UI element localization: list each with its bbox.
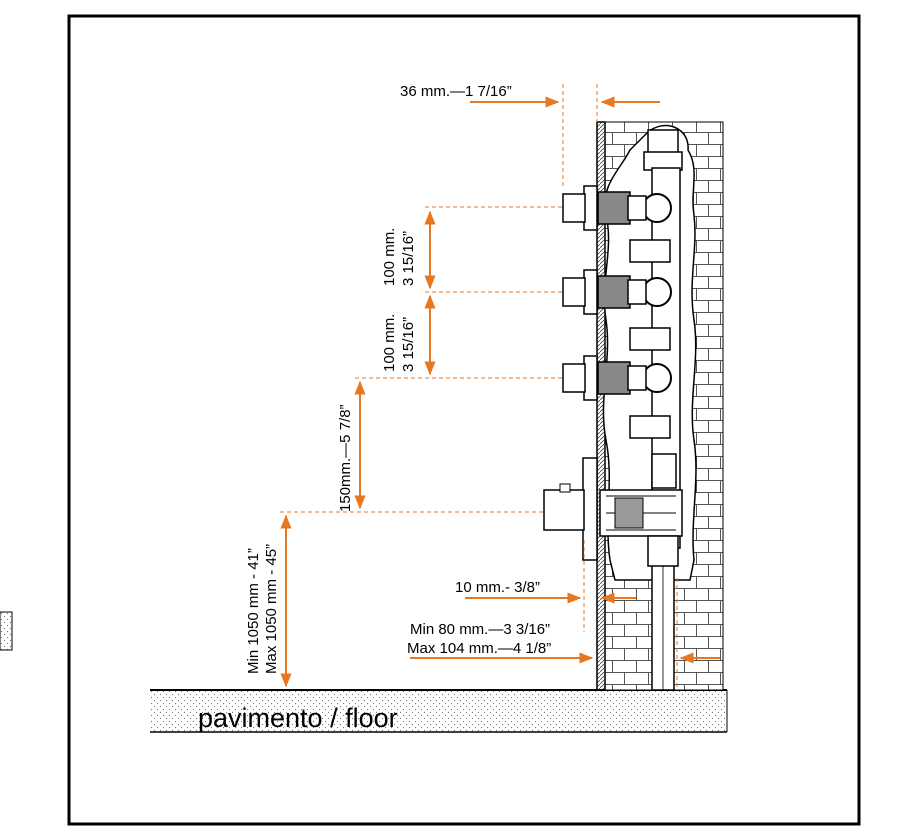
dim-depth-min-label: Min 80 mm.—3 3/16” [410,621,550,638]
dim-spacing-2-mm: 100 mm. [381,314,398,372]
valve-outlet-icon [562,185,672,231]
stray-dotted-box [0,611,13,651]
thermostatic-mixer-icon [543,453,683,567]
valve-outlet-icon [562,269,672,315]
dim-spacing-1-mm: 100 mm. [381,228,398,286]
floor: pavimento / floor [150,689,728,733]
floor-label: pavimento / floor [198,703,398,733]
dim-spacing-2-in: 3 15/16” [400,317,417,372]
dim-top-label: 36 mm.—1 7/16” [400,83,512,100]
dim-plate-label: 10 mm.- 3/8” [455,579,540,596]
reference-lines [280,84,678,690]
dim-height-min-label: Min 1050 mm - 41” [245,548,262,674]
dimension-arrows [280,96,720,688]
dim-depth-max-label: Max 104 mm.—4 1/8” [407,640,551,657]
dim-spacing-1-in: 3 15/16” [400,231,417,286]
dim-spacing-3-label: 150mm.—5 7/8” [337,404,354,512]
diagram-frame [67,14,861,826]
dim-height-max-label: Max 1050 mm - 45” [263,544,280,674]
valve-outlet-icon [562,355,672,401]
